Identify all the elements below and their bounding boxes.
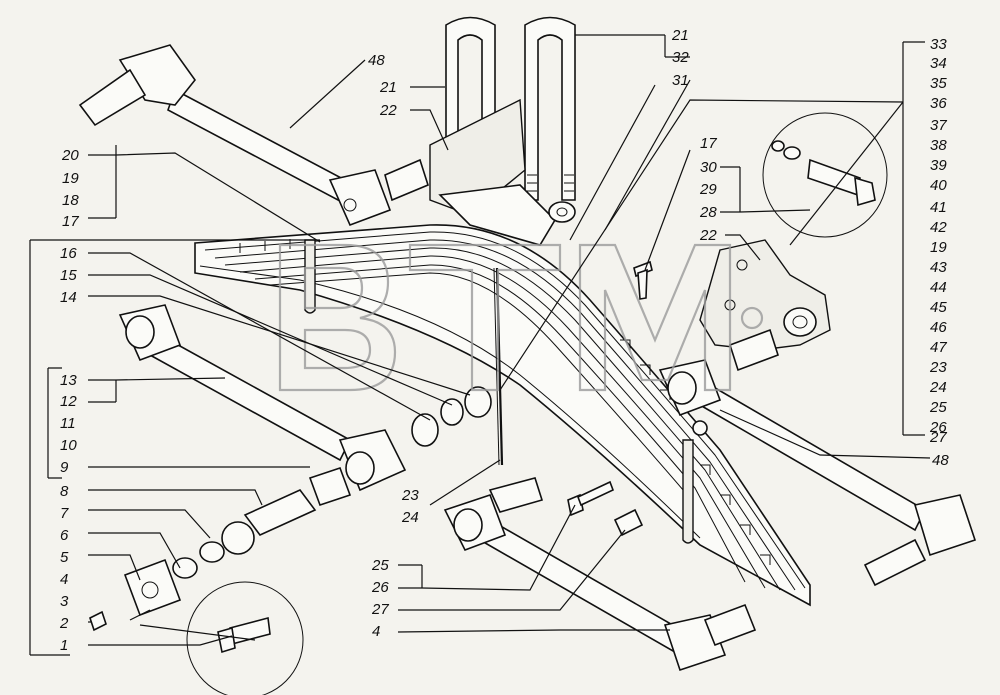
part-label: 48 (932, 452, 949, 469)
part-label: 48 (368, 52, 385, 69)
sleeve (613, 508, 644, 537)
part-label: 24 (401, 509, 419, 526)
part-label: 20 (61, 147, 79, 164)
part-label: 27 (371, 601, 389, 618)
part-label: 37 (930, 117, 947, 134)
part-label: 29 (699, 181, 717, 198)
bolt-long (567, 480, 615, 517)
part-label: 33 (930, 36, 947, 53)
part-label: 21 (671, 27, 689, 44)
part-label: 40 (930, 177, 947, 194)
part-label: 8 (60, 483, 69, 500)
part-label: 1 (60, 637, 68, 654)
part-label: 26 (371, 579, 389, 596)
part-label: 15 (60, 267, 77, 284)
part-label: 31 (672, 72, 689, 89)
watermark-logo (278, 243, 764, 392)
part-label: 22 (379, 102, 397, 119)
callout-circle-top (762, 112, 888, 238)
part-label: 3 (60, 593, 69, 610)
part-label: 17 (700, 135, 717, 152)
part-label: 23 (929, 359, 947, 376)
part-label: 39 (930, 157, 947, 174)
part-label: 35 (930, 75, 947, 92)
part-label: 9 (60, 459, 69, 476)
part-label: 46 (930, 319, 947, 336)
part-label: 4 (372, 623, 380, 640)
part-label: 34 (930, 55, 947, 72)
part-label: 10 (60, 437, 77, 454)
part-label: 28 (699, 204, 717, 221)
spring-clip-left (304, 239, 316, 314)
part-label: 42 (930, 219, 947, 236)
part-label: 13 (60, 372, 77, 389)
reaction-rod-lower (443, 477, 757, 672)
spring-bracket-right (699, 239, 831, 351)
part-label: 45 (930, 299, 947, 316)
part-label: 22 (699, 227, 717, 244)
ball-joint-parts (89, 466, 352, 632)
part-label: 44 (930, 279, 947, 296)
part-label: 2 (59, 615, 69, 632)
u-bolt-bracket (429, 98, 576, 246)
part-label: 41 (930, 199, 947, 216)
part-label: 36 (930, 95, 947, 112)
part-label: 43 (930, 259, 947, 276)
part-label: 16 (60, 245, 77, 262)
part-label: 12 (60, 393, 77, 410)
part-label: 4 (60, 571, 68, 588)
part-label: 19 (62, 170, 79, 187)
part-label: 38 (930, 137, 947, 154)
nut-washer-set (411, 386, 492, 447)
part-label: 6 (60, 527, 69, 544)
part-label: 14 (60, 289, 77, 306)
part-label: 21 (379, 79, 397, 96)
spring-clip-right (682, 439, 694, 544)
part-label: 5 (60, 549, 69, 566)
bolt-small (633, 260, 653, 300)
part-label: 27 (929, 429, 947, 446)
part-label: 26 (929, 419, 947, 436)
part-label: 25 (929, 399, 947, 416)
part-label: 7 (60, 505, 69, 522)
reaction-rod-middle-left (118, 304, 407, 492)
part-label: 11 (60, 415, 76, 432)
u-bolt-right (524, 16, 576, 201)
part-label: 32 (672, 49, 689, 66)
part-label: 24 (929, 379, 947, 396)
reaction-rod-upper-left (78, 44, 429, 227)
part-label: 47 (930, 339, 947, 356)
reaction-rod-lower-right (658, 328, 977, 587)
part-label: 18 (62, 192, 79, 209)
leader-lines (29, 34, 931, 656)
part-number-labels: 4821222132312019181716151413121110987654… (59, 27, 949, 654)
part-label: 23 (401, 487, 419, 504)
part-label: 17 (62, 213, 79, 230)
part-label: 30 (700, 159, 717, 176)
part-label: 25 (371, 557, 389, 574)
part-label: 19 (930, 239, 947, 256)
